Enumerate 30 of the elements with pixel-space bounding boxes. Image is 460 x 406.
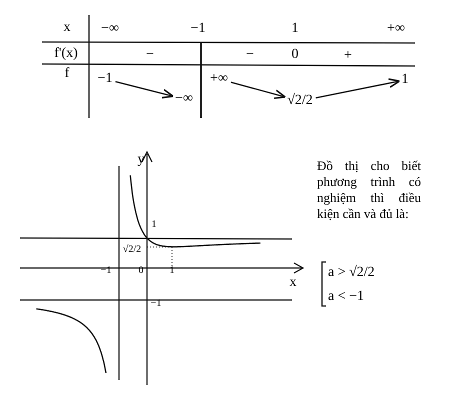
axis-label: −1 [150, 299, 162, 309]
arrow [230, 82, 286, 100]
table-label: 1 [292, 22, 298, 36]
axis-label: x [290, 276, 296, 290]
table-label: +∞ [387, 22, 405, 36]
table-label: 0 [292, 48, 298, 62]
table-value: −1 [98, 72, 112, 86]
table-label: −1 [190, 22, 206, 36]
axis-label: 1 [152, 220, 156, 230]
axis-label: 1 [170, 266, 174, 276]
axis-label: 0 [138, 266, 144, 276]
table-label: f'(x) [54, 47, 78, 61]
table-label: x [64, 21, 70, 35]
table-value: +∞ [210, 72, 228, 86]
table-label: − [246, 48, 254, 62]
table-value: √2/2 [287, 94, 313, 108]
axis-label: √2/2 [122, 245, 142, 255]
table-value: 1 [402, 73, 408, 87]
table-label: −∞ [101, 22, 119, 36]
table-value: −∞ [175, 92, 193, 106]
explanation-text: Đồ thị cho biết phương trình có nghiệm thì điều kiện cần và đủ là: [317, 158, 421, 222]
arrow [115, 81, 174, 98]
table-label: f [64, 67, 70, 81]
table-label: − [146, 48, 154, 62]
table-label: + [344, 49, 352, 63]
axis-label: −1 [100, 266, 112, 276]
axis-label: y [138, 153, 144, 167]
condition-text: a > √2/2 [328, 266, 375, 280]
condition-text: a < −1 [328, 290, 364, 304]
arrow [316, 78, 400, 98]
